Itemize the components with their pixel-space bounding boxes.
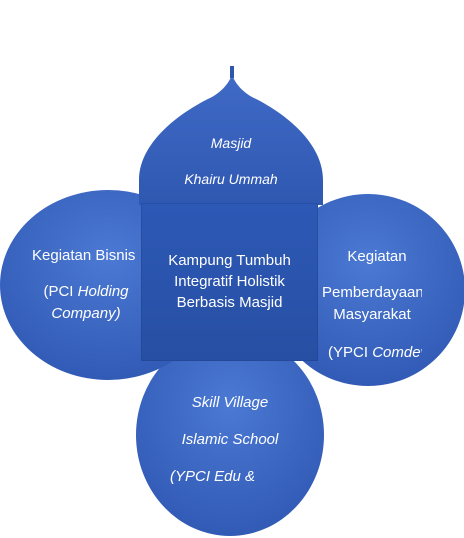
dome-shape <box>139 74 323 205</box>
bottom-petal <box>136 334 324 536</box>
right-line-1: Kegiatan <box>347 248 407 265</box>
left-node-label: Kegiatan Bisnis (PCI Holding Company) <box>20 246 152 324</box>
center-line-3: Berbasis Masjid <box>176 294 283 311</box>
left-line-2: (PCI Holding <box>20 282 152 302</box>
top-line-1: Masjid <box>210 135 252 151</box>
right-line-4b: Comdev <box>372 344 422 361</box>
left-line-1: Kegiatan Bisnis <box>32 247 136 264</box>
left-line-3: Company) <box>51 305 121 322</box>
left-line-2b: Holding <box>77 283 129 300</box>
center-line-1: Kampung Tumbuh <box>168 252 291 269</box>
bottom-line-1: Skill Village <box>191 394 269 411</box>
top-node-label: Masjid Khairu Ummah <box>159 133 303 189</box>
right-line-4: (YPCI Comdev <box>322 343 422 363</box>
right-line-3: Masyarakat <box>333 306 411 323</box>
top-line-2: Khairu Ummah <box>184 171 278 187</box>
right-petal <box>271 194 464 386</box>
center-line-2: Integratif Holistik <box>174 273 285 290</box>
bottom-node-label: Skill Village Islamic School (YPCI Edu & <box>160 393 300 487</box>
right-line-4a: (YPCI <box>328 344 373 361</box>
center-node-label: Kampung Tumbuh Integratif Holistik Berba… <box>141 250 318 313</box>
right-node-label: Kegiatan Pemberdayaan Masyarakat (YPCI C… <box>322 247 422 363</box>
crescent-moon-icon <box>220 33 251 62</box>
dome-group <box>139 66 323 205</box>
right-line-2: Pemberdayaan <box>322 284 422 301</box>
dome-finial <box>230 66 234 78</box>
bottom-line-2: Islamic School <box>181 431 279 448</box>
left-line-2a: (PCI <box>43 283 78 300</box>
bottom-line-3: (YPCI Edu & <box>170 468 256 485</box>
center-box <box>141 203 318 361</box>
